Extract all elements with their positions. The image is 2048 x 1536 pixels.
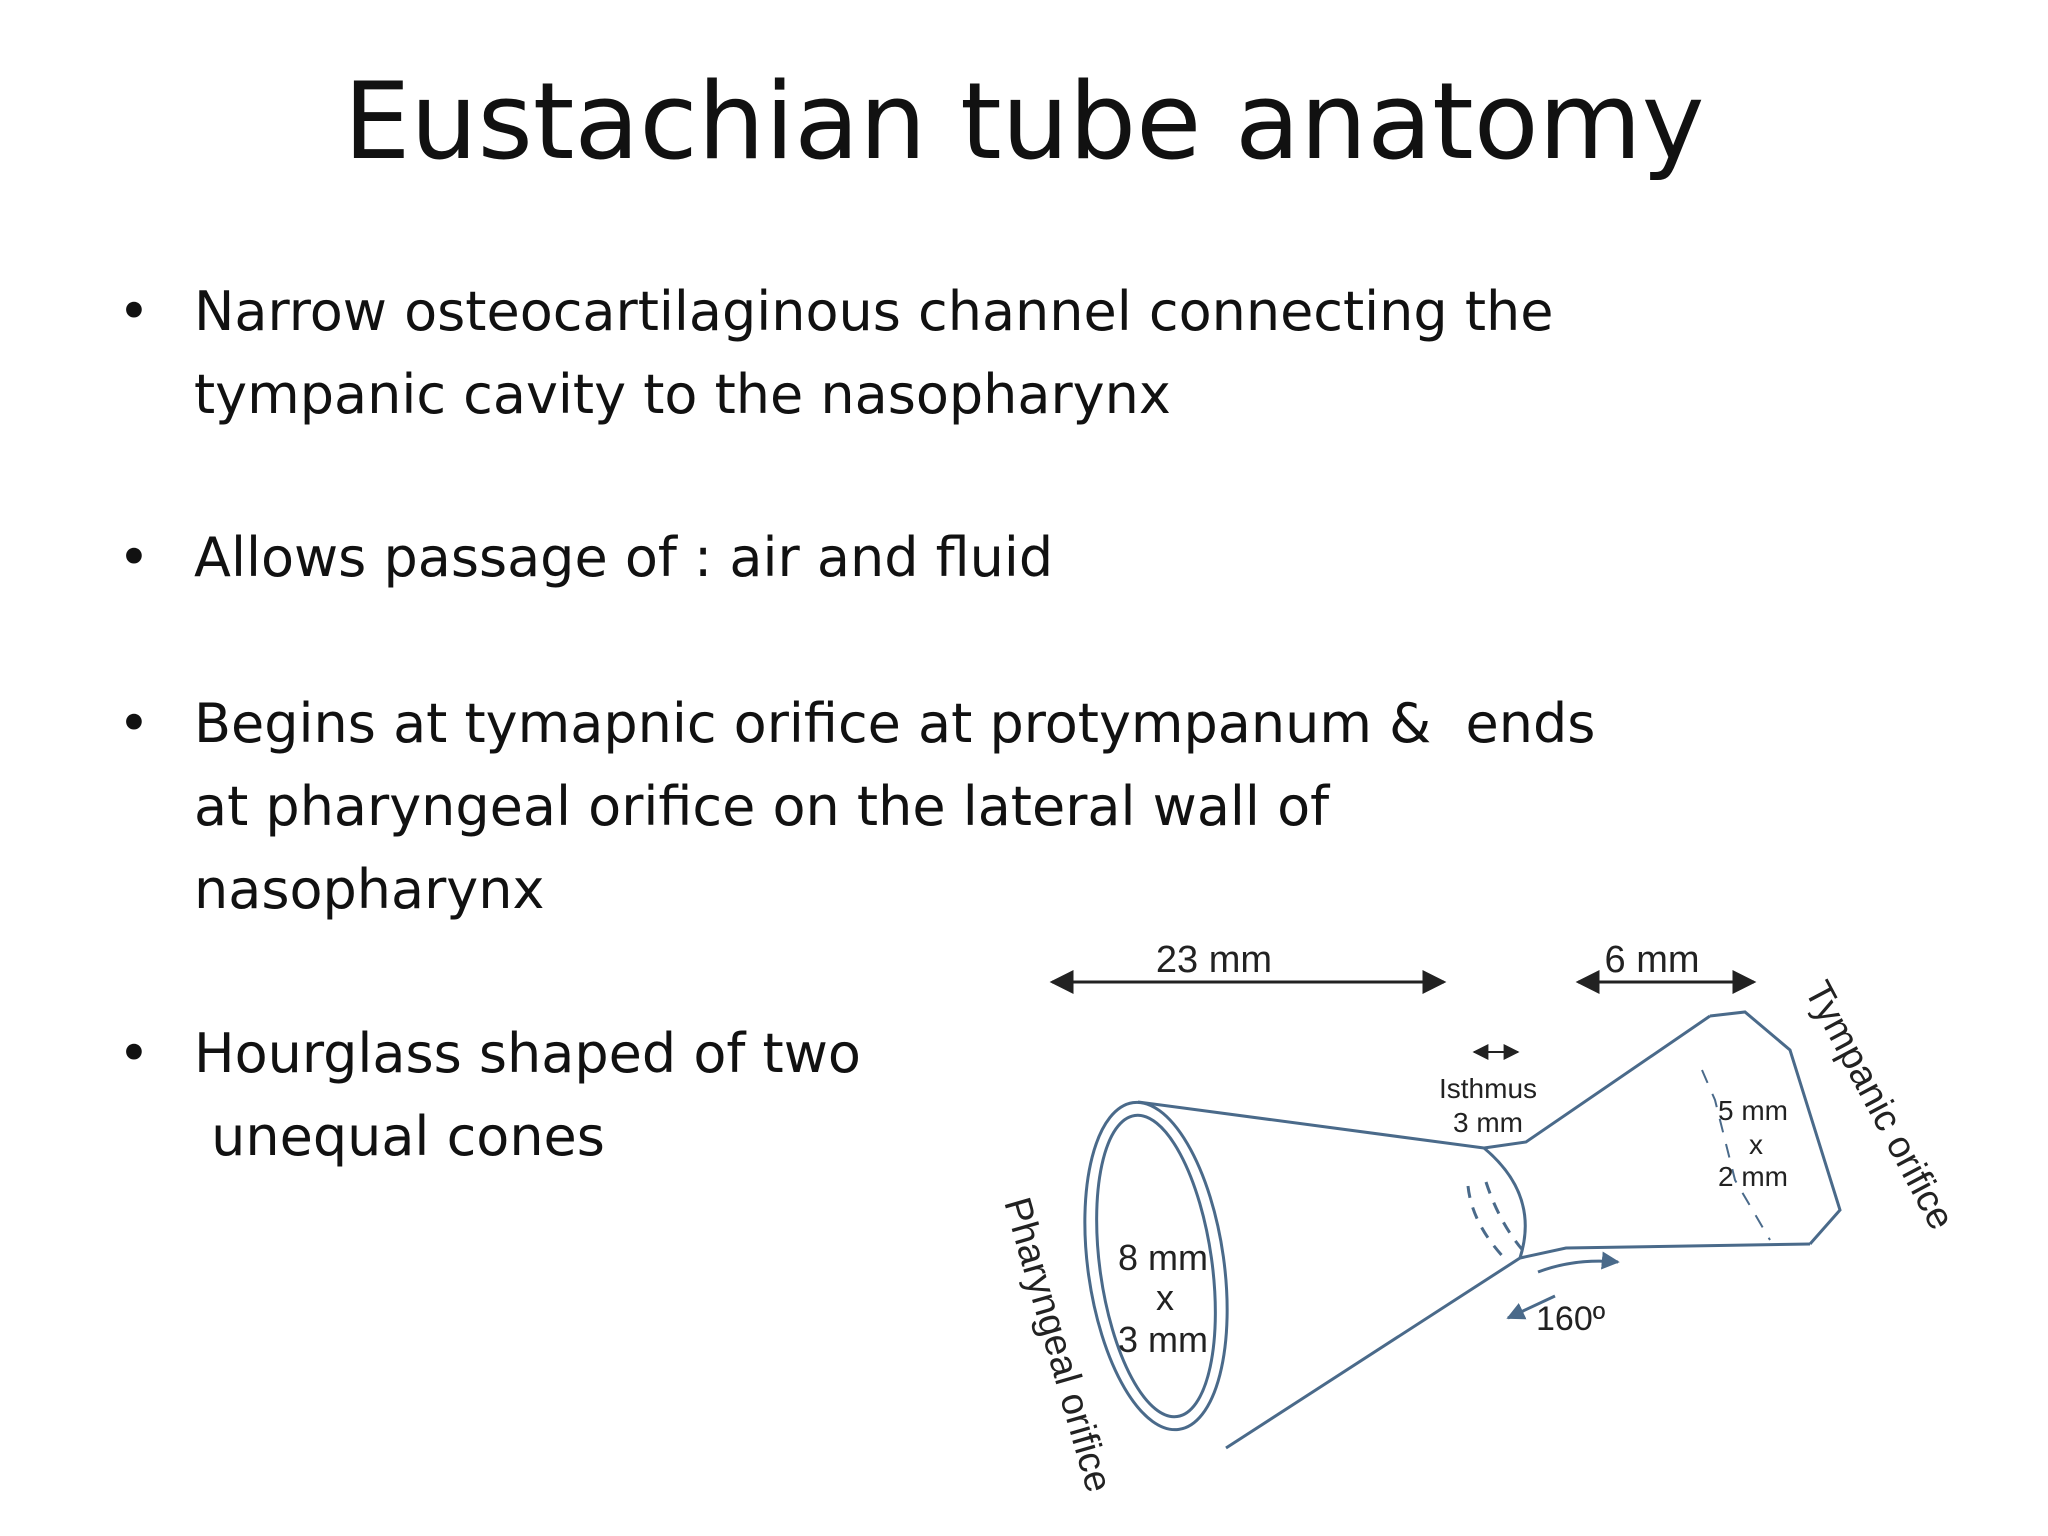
- tympanic-orifice-label: Tympanic orifice: [1796, 975, 1960, 1237]
- bullet-line: unequal cones: [194, 1105, 605, 1168]
- isthmus-label: Isthmus: [1439, 1073, 1537, 1104]
- bullet-line: Begins at tymapnic orifice at protympanu…: [194, 692, 1596, 755]
- bullet-dot: •: [118, 692, 150, 755]
- pharyngeal-orifice-shape: [1083, 1100, 1229, 1432]
- bullet-dot: •: [118, 526, 150, 589]
- bullet-line: Hourglass shaped of two: [194, 1022, 861, 1085]
- pharyngeal-orifice-label: Pharyngeal orifice: [995, 1193, 1119, 1497]
- angle-label: 160º: [1536, 1300, 1605, 1338]
- tube-outline: [1083, 1010, 1842, 1450]
- pharyngeal-size-x: x: [1156, 1277, 1174, 1318]
- bullet-text: Allows passage of : air and fluid: [194, 516, 1794, 599]
- tympanic-size-x: x: [1749, 1129, 1763, 1160]
- bullet-line: Allows passage of : air and fluid: [194, 526, 1054, 589]
- pharyngeal-size-label: 8 mm: [1118, 1237, 1208, 1278]
- page-title: Eustachian tube anatomy: [343, 60, 1705, 183]
- bullet-line: nasopharynx: [194, 858, 545, 921]
- tympanic-size-label: 5 mm: [1718, 1095, 1788, 1126]
- eustachian-tube-diagram: 23 mm 6 mm Isthmus 3 mm 8 mm x 3 mm 5 mm…: [995, 939, 1960, 1497]
- angle-arrow: [1537, 1251, 1620, 1274]
- bullet-text: Begins at tymapnic orifice at protympanu…: [194, 682, 1794, 931]
- bullet-text: Hourglass shaped of two unequal cones: [194, 1012, 1794, 1178]
- bullet-dot: •: [118, 280, 150, 343]
- tympanic-size-label-2: 2 mm: [1718, 1161, 1788, 1192]
- bullet-line: tympanic cavity to the nasopharynx: [194, 363, 1171, 426]
- bullet-dot: •: [118, 1022, 150, 1085]
- dimension-label-23mm: 23 mm: [1156, 939, 1272, 981]
- bullet-text: Narrow osteocartilaginous channel connec…: [194, 270, 1794, 436]
- bullet-line: Narrow osteocartilaginous channel connec…: [194, 280, 1554, 343]
- pharyngeal-size-label-2: 3 mm: [1118, 1319, 1208, 1360]
- bullet-line: at pharyngeal orifice on the lateral wal…: [194, 775, 1330, 838]
- tympanic-orifice-shape: [1709, 1010, 1842, 1245]
- isthmus-size-label: 3 mm: [1453, 1107, 1523, 1138]
- dimension-label-6mm: 6 mm: [1605, 939, 1700, 981]
